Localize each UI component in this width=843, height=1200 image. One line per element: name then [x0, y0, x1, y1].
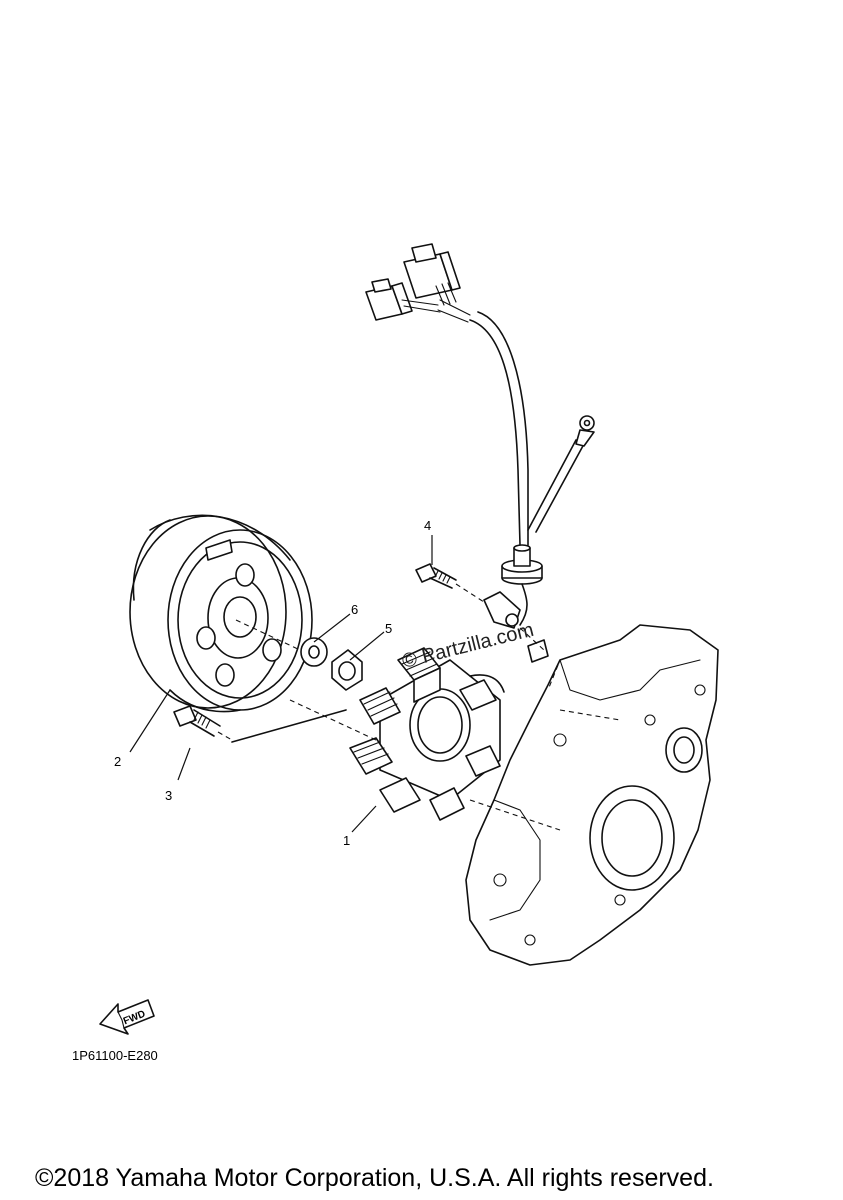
fwd-arrow-icon: FWD — [99, 999, 155, 1035]
callout-leaders — [129, 535, 433, 833]
stator-part-1 — [289, 647, 505, 821]
callout-1: 1 — [343, 833, 350, 848]
grommet — [501, 544, 543, 626]
callout-3: 3 — [165, 788, 172, 803]
watermark-text: © Partzilla.com — [400, 619, 536, 673]
pickup-coil — [483, 591, 549, 663]
nut-part-5 — [331, 649, 363, 691]
flywheel-rotor-part-2 — [129, 514, 313, 713]
copyright-notice: ©2018 Yamaha Motor Corporation, U.S.A. A… — [35, 1164, 714, 1192]
connector-large — [403, 243, 461, 306]
callout-6: 6 — [351, 602, 358, 617]
washer-part-6 — [300, 637, 328, 667]
bolt-part-3 — [173, 705, 347, 743]
callout-2: 2 — [114, 754, 121, 769]
callout-5: 5 — [385, 621, 392, 636]
connector-small — [365, 278, 441, 321]
diagram-code: 1P61100-E280 — [72, 1048, 158, 1063]
crankcase-cover — [465, 624, 719, 966]
callout-4: 4 — [424, 518, 431, 533]
bolt-part-4 — [415, 563, 485, 603]
wire-harness — [437, 299, 595, 546]
